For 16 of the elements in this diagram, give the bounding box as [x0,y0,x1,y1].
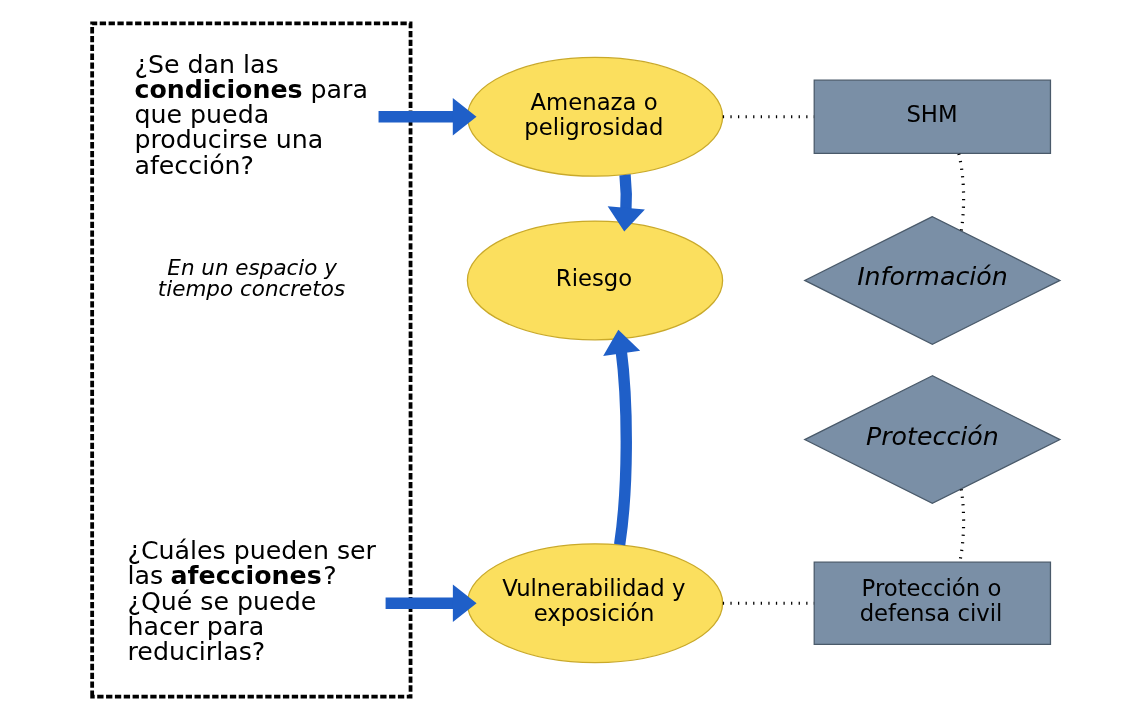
arrow [602,329,640,546]
node-text: ¿Cuáles pueden ser las afecciones? ¿Qué se puede hacer para reducirlas? [127,535,376,667]
connector [956,153,965,231]
arrow [378,98,476,136]
node-diamond: Información [802,215,1061,345]
cluster [89,21,412,699]
node-ellipse: Amenaza o peligrosidad [466,56,723,177]
arrow [385,584,477,622]
arrow [607,174,645,232]
node-box: SHM [813,79,1051,155]
node-ellipse: Riesgo [466,220,723,341]
label: En un espacio y tiempo concretos [157,254,345,302]
node-box: Protección o defensa civil [813,561,1051,645]
node-diamond: Protección [802,375,1061,505]
node-text: ¿Se dan las condiciones para que pueda producirse una afección? [133,49,368,180]
node-ellipse: Vulnerabilidad y exposición [466,543,723,664]
